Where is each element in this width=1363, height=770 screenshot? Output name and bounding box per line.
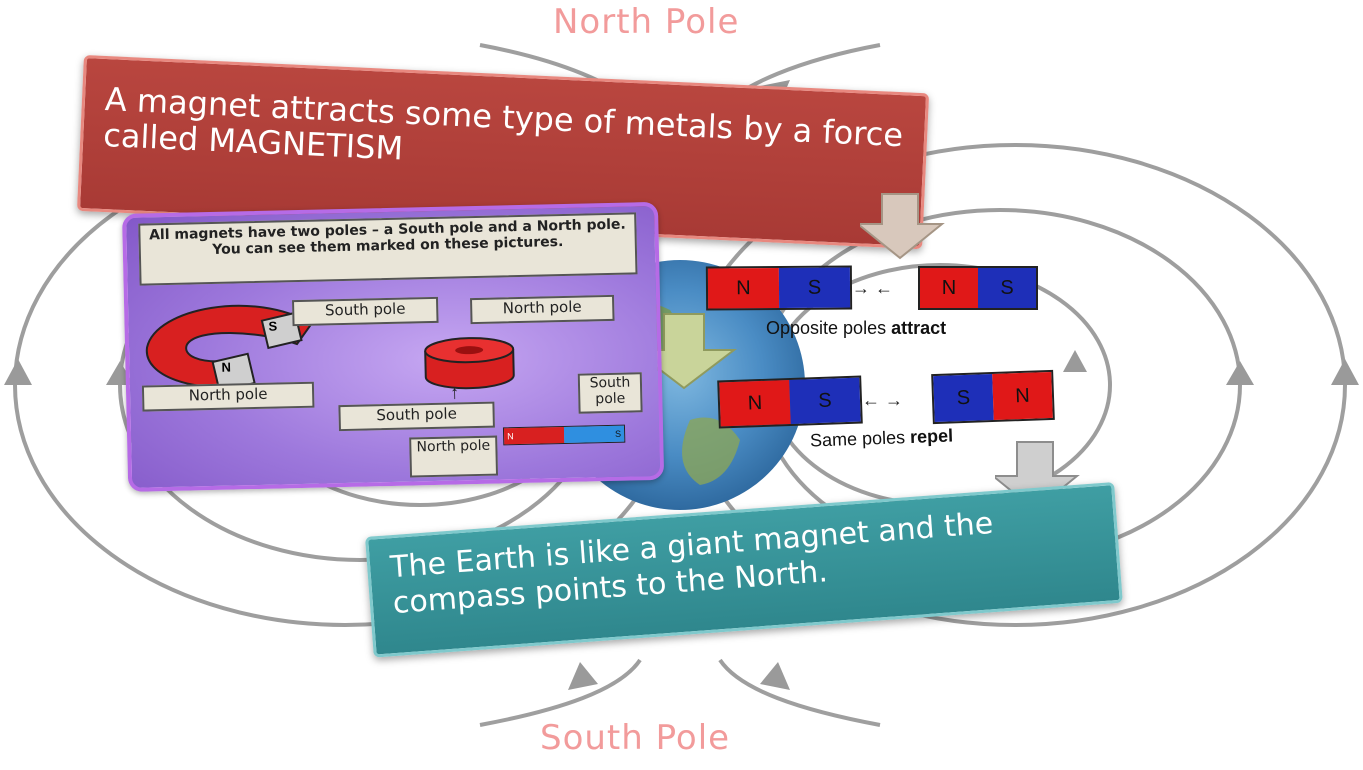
magnetism-callout-text: A magnet attracts some type of metals by… [102, 80, 904, 168]
down-arrow-icon [860, 193, 945, 260]
ring-south-label: South pole [338, 401, 495, 432]
horseshoe-s-letter: S [268, 318, 278, 334]
up-arrow-icon: ↑ [449, 382, 460, 403]
ring-magnet-icon [424, 337, 515, 390]
attract-caption: Opposite poles attract [766, 318, 947, 338]
small-bar-n-letter: N [503, 427, 565, 445]
attract-left-magnet: N S [705, 265, 853, 311]
horseshoe-north-label: North pole [141, 381, 315, 412]
north-pole-label: North Pole [553, 2, 740, 42]
attract-right-magnet: N S [918, 266, 1038, 310]
attract-arrows-icon: → ← [852, 278, 894, 298]
small-bar-s-letter: S [563, 425, 625, 444]
bar-south-label: South pole [577, 372, 643, 414]
horseshoe-south-label: South pole [291, 296, 439, 327]
repel-right-magnet: S N [931, 369, 1055, 425]
south-pole-label: South Pole [540, 718, 731, 758]
horseshoe-n-letter: N [221, 359, 232, 375]
magnet-poles-card: All magnets have two poles – a South pol… [122, 201, 665, 492]
poles-intro-text: All magnets have two poles – a South pol… [138, 212, 638, 286]
horseshoe-magnet-icon [146, 304, 313, 393]
ring-north-label: North pole [469, 294, 615, 325]
repel-left-magnet: N S [717, 375, 863, 429]
small-bar-magnet-icon: N S [502, 424, 626, 446]
repel-arrows-icon: ← → [862, 390, 904, 410]
bar-north-label: North pole [409, 435, 499, 478]
